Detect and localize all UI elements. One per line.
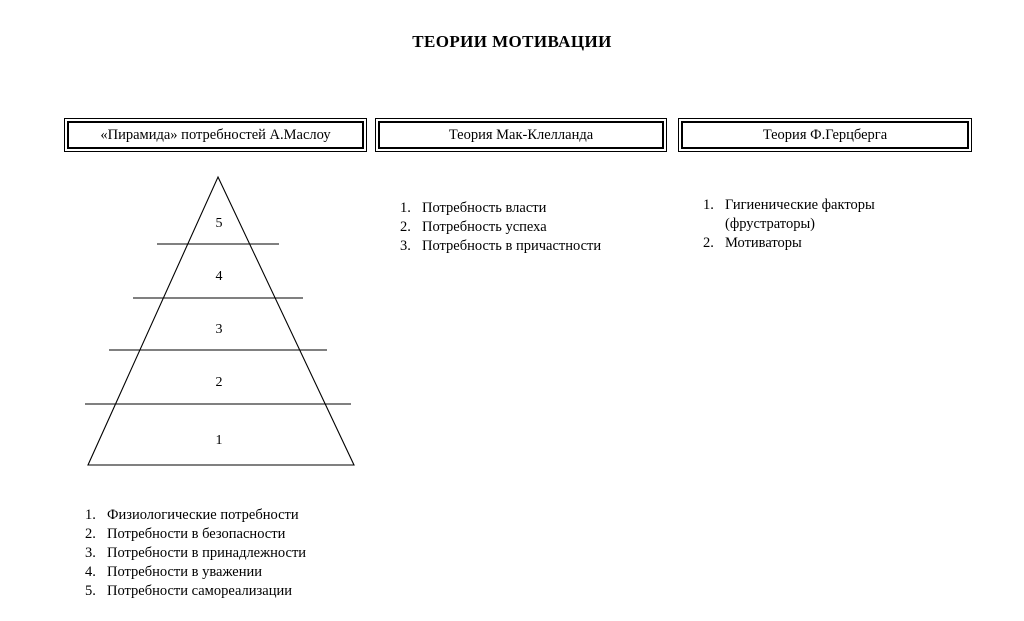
list-item-marker: 5. [85,583,96,599]
list-item-marker: 3. [85,545,96,561]
list-item-label: Потребность власти [422,200,547,216]
header-box-mcclelland: Теория Мак-Клелланда [375,118,667,152]
mcclelland-needs-list: 1. Потребность власти 2. Потребность усп… [400,199,601,256]
list-item: 2. Мотиваторы [703,234,875,253]
list-item: 3. Потребности в принадлежности [85,544,306,563]
maslow-needs-list: 1. Физиологические потребности 2. Потреб… [85,506,306,601]
header-box-maslow-frame: «Пирамида» потребностей А.Маслоу [67,121,364,149]
list-item-marker: 3. [400,238,411,254]
header-box-maslow-label: «Пирамида» потребностей А.Маслоу [100,126,331,143]
pyramid-level-2-label: 2 [216,375,223,390]
list-item-marker: 2. [400,219,411,235]
pyramid-level-4-label: 4 [216,269,223,284]
herzberg-factors-list: 1. Гигиенические факторы (фрустраторы) 2… [703,196,875,253]
header-box-herzberg-label: Теория Ф.Герцберга [762,126,888,143]
list-item: 2. Потребность успеха [400,218,601,237]
list-item-marker: 1. [400,200,411,216]
list-item-label: Потребности в принадлежности [107,545,307,561]
list-item-marker: 2. [703,235,714,251]
list-item-label: Потребность в причастности [422,238,602,254]
list-item: 1. Физиологические потребности [85,506,306,525]
list-item-label: Физиологические потребности [107,507,299,523]
list-item-marker: 1. [85,507,96,523]
list-item: 1. Гигиенические факторы (фрустраторы) [703,196,875,234]
list-item: 1. Потребность власти [400,199,601,218]
list-item-label: Мотиваторы [725,235,802,251]
header-box-herzberg-frame: Теория Ф.Герцберга [681,121,969,149]
maslow-pyramid: 5 4 3 2 1 [80,170,365,475]
list-item: 3. Потребность в причастности [400,237,601,256]
list-item: 2. Потребности в безопасности [85,525,306,544]
list-item-marker: 4. [85,564,96,580]
pyramid-level-3-label: 3 [216,322,223,337]
list-item-marker: 1. [703,197,714,213]
list-item-label: Потребности в безопасности [107,526,286,542]
list-item: 5. Потребности самореализации [85,582,306,601]
list-item: 4. Потребности в уважении [85,563,306,582]
header-box-maslow: «Пирамида» потребностей А.Маслоу [64,118,367,152]
maslow-pyramid-svg: 5 4 3 2 1 [85,175,355,466]
list-item-continuation: (фрустраторы) [725,216,816,232]
pyramid-level-1-label: 1 [216,433,223,448]
pyramid-outline [87,175,355,466]
header-box-mcclelland-label: Теория Мак-Клелланда [448,126,594,143]
header-box-mcclelland-frame: Теория Мак-Клелланда [378,121,664,149]
header-box-herzberg: Теория Ф.Герцберга [678,118,972,152]
list-item-label: Гигиенические факторы [725,197,875,213]
list-item-label: Потребности в уважении [107,564,262,580]
list-item-marker: 2. [85,526,96,542]
page-title: ТЕОРИИ МОТИВАЦИИ [412,32,612,51]
list-item-label: Потребности самореализации [107,583,292,599]
list-item-label: Потребность успеха [422,219,547,235]
pyramid-level-5-label: 5 [216,216,223,231]
